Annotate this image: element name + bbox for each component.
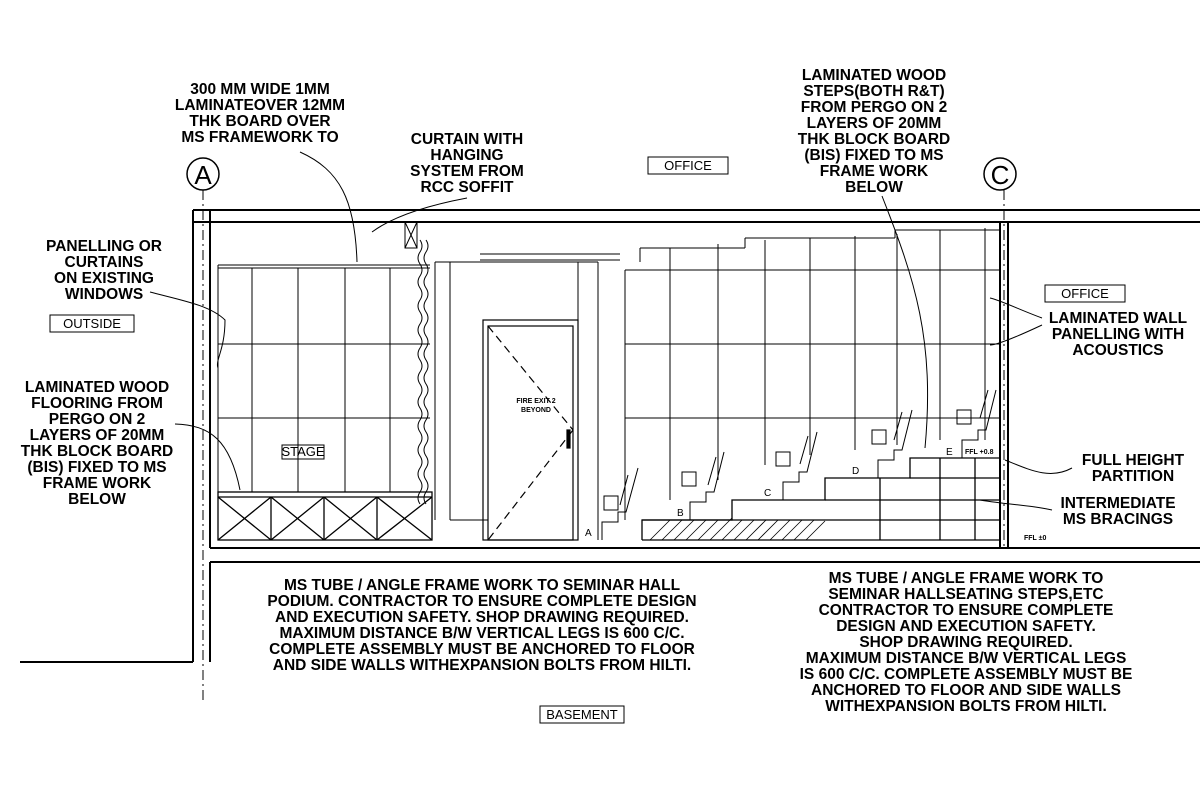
svg-text:PODIUM. CONTRACTOR TO ENSURE C: PODIUM. CONTRACTOR TO ENSURE COMPLETE DE… <box>267 593 696 610</box>
svg-text:MS BRACINGS: MS BRACINGS <box>1063 511 1173 528</box>
svg-text:CURTAIN WITH: CURTAIN WITH <box>411 131 524 148</box>
svg-text:WITHEXPANSION BOLTS FROM HILTI: WITHEXPANSION BOLTS FROM HILTI. <box>825 698 1107 715</box>
step-label-d: D <box>852 466 859 477</box>
grid-axes <box>202 190 1005 700</box>
svg-text:PANELLING OR: PANELLING OR <box>46 238 162 255</box>
level-ffl-floor: FFL ±0 <box>1024 535 1046 542</box>
svg-text:FRAME WORK: FRAME WORK <box>43 475 152 492</box>
chairs <box>601 389 997 540</box>
svg-text:LAMINATEOVER 12MM: LAMINATEOVER 12MM <box>175 97 345 114</box>
fire-exit-door <box>482 319 579 541</box>
svg-text:LAMINATED WOOD: LAMINATED WOOD <box>25 379 169 396</box>
svg-text:LAYERS OF 20MM: LAYERS OF 20MM <box>30 427 165 444</box>
note-panelling: PANELLING OR CURTAINS ON EXISTING WINDOW… <box>46 238 162 303</box>
svg-text:BELOW: BELOW <box>68 491 126 508</box>
curtain <box>404 221 429 505</box>
door-label-line2: BEYOND <box>521 407 551 414</box>
svg-text:HANGING: HANGING <box>430 147 503 164</box>
svg-text:BASEMENT: BASEMENT <box>546 707 618 722</box>
svg-text:RCC SOFFIT: RCC SOFFIT <box>421 179 515 196</box>
svg-text:ANCHORED TO FLOOR AND SIDE WAL: ANCHORED TO FLOOR AND SIDE WALLS <box>811 682 1121 699</box>
svg-text:STEPS(BOTH R&T): STEPS(BOTH R&T) <box>803 83 944 100</box>
svg-text:MS TUBE / ANGLE FRAME WORK TO: MS TUBE / ANGLE FRAME WORK TO <box>829 570 1104 587</box>
svg-text:INTERMEDIATE: INTERMEDIATE <box>1060 495 1175 512</box>
svg-text:THK BLOCK BOARD: THK BLOCK BOARD <box>21 443 173 460</box>
door-label-line1: FIRE EXIT 2 <box>516 398 555 405</box>
svg-text:SEMINAR HALLSEATING STEPS,ETC: SEMINAR HALLSEATING STEPS,ETC <box>828 586 1103 603</box>
svg-text:SYSTEM FROM: SYSTEM FROM <box>410 163 524 180</box>
note-bracings: INTERMEDIATE MS BRACINGS <box>1060 495 1175 528</box>
svg-text:WINDOWS: WINDOWS <box>65 286 143 303</box>
svg-text:STAGE: STAGE <box>281 444 324 459</box>
svg-text:SHOP DRAWING REQUIRED.: SHOP DRAWING REQUIRED. <box>859 634 1072 651</box>
room-label-basement: BASEMENT <box>539 705 625 724</box>
step-label-e: E <box>946 447 953 458</box>
svg-text:FULL HEIGHT: FULL HEIGHT <box>1082 452 1185 469</box>
svg-text:CONTRACTOR TO ENSURE COMPLETE: CONTRACTOR TO ENSURE COMPLETE <box>819 602 1114 619</box>
note-curtain: CURTAIN WITH HANGING SYSTEM FROM RCC SOF… <box>410 131 524 196</box>
note-wall-panelling: LAMINATED WALL PANELLING WITH ACOUSTICS <box>1049 310 1187 359</box>
svg-text:OFFICE: OFFICE <box>664 158 712 173</box>
grid-marker-a: A <box>186 157 220 191</box>
structure-outline <box>20 209 1200 663</box>
svg-text:OUTSIDE: OUTSIDE <box>63 316 121 331</box>
wall-panelling-right <box>624 228 1000 520</box>
svg-text:LAMINATED WALL: LAMINATED WALL <box>1049 310 1187 327</box>
note-steps: LAMINATED WOOD STEPS(BOTH R&T) FROM PERG… <box>798 67 950 196</box>
svg-text:AND EXECUTION SAFETY. SHOP DRA: AND EXECUTION SAFETY. SHOP DRAWING REQUI… <box>275 609 689 626</box>
svg-text:MS TUBE / ANGLE FRAME WORK TO: MS TUBE / ANGLE FRAME WORK TO SEMINAR HA… <box>284 577 680 594</box>
leader-lines <box>149 151 1073 511</box>
room-label-outside: OUTSIDE <box>49 314 135 333</box>
svg-text:PARTITION: PARTITION <box>1092 468 1174 485</box>
svg-text:AND SIDE WALLS WITHEXPANSION B: AND SIDE WALLS WITHEXPANSION BOLTS FROM … <box>273 657 692 674</box>
svg-text:THK BOARD OVER: THK BOARD OVER <box>189 113 330 130</box>
wall-panelling-middle <box>434 253 620 540</box>
note-flooring: LAMINATED WOOD FLOORING FROM PERGO ON 2 … <box>21 379 173 508</box>
note-podium: MS TUBE / ANGLE FRAME WORK TO SEMINAR HA… <box>267 577 696 674</box>
note-seating: MS TUBE / ANGLE FRAME WORK TO SEMINAR HA… <box>800 570 1133 715</box>
room-label-office-right: OFFICE <box>1044 284 1126 303</box>
svg-text:ON EXISTING: ON EXISTING <box>54 270 154 287</box>
svg-text:A: A <box>194 160 212 190</box>
note-laminate-board: 300 MM WIDE 1MM LAMINATEOVER 12MM THK BO… <box>175 81 345 146</box>
svg-text:FROM PERGO ON 2: FROM PERGO ON 2 <box>801 99 947 116</box>
step-label-a: A <box>585 528 592 539</box>
svg-text:IS 600 C/C. COMPLETE ASSEMBLY: IS 600 C/C. COMPLETE ASSEMBLY MUST BE <box>800 666 1133 683</box>
svg-text:BELOW: BELOW <box>845 179 903 196</box>
svg-text:DESIGN AND EXECUTION SAFETY.: DESIGN AND EXECUTION SAFETY. <box>836 618 1096 635</box>
svg-text:LAMINATED WOOD: LAMINATED WOOD <box>802 67 946 84</box>
svg-text:OFFICE: OFFICE <box>1061 286 1109 301</box>
svg-text:300 MM WIDE 1MM: 300 MM WIDE 1MM <box>190 81 330 98</box>
svg-text:C: C <box>991 160 1010 190</box>
svg-text:PERGO ON 2: PERGO ON 2 <box>49 411 145 428</box>
svg-text:MS FRAMEWORK TO: MS FRAMEWORK TO <box>181 129 338 146</box>
step-label-c: C <box>764 488 771 499</box>
room-label-office-top: OFFICE <box>647 156 729 175</box>
stage-frame <box>217 491 433 541</box>
svg-text:LAYERS OF 20MM: LAYERS OF 20MM <box>807 115 942 132</box>
svg-text:(BIS) FIXED TO MS: (BIS) FIXED TO MS <box>27 459 166 476</box>
seating-steps-hatch <box>649 517 826 541</box>
room-label-stage: STAGE <box>281 444 325 460</box>
svg-text:ACOUSTICS: ACOUSTICS <box>1072 342 1163 359</box>
seating-steps <box>641 457 1001 541</box>
svg-text:(BIS) FIXED TO MS: (BIS) FIXED TO MS <box>804 147 943 164</box>
note-partition: FULL HEIGHT PARTITION <box>1082 452 1185 485</box>
svg-text:PANELLING WITH: PANELLING WITH <box>1052 326 1184 343</box>
grid-marker-c: C <box>983 157 1017 191</box>
svg-text:MAXIMUM DISTANCE B/W VERTICAL: MAXIMUM DISTANCE B/W VERTICAL LEGS <box>806 650 1127 667</box>
svg-text:COMPLETE ASSEMBLY MUST BE ANCH: COMPLETE ASSEMBLY MUST BE ANCHORED TO FL… <box>269 641 695 658</box>
svg-text:FRAME WORK: FRAME WORK <box>820 163 929 180</box>
svg-text:MAXIMUM DISTANCE B/W VERTICAL: MAXIMUM DISTANCE B/W VERTICAL LEGS IS 60… <box>279 625 684 642</box>
level-ffl-top: FFL +0.8 <box>965 449 994 456</box>
step-label-b: B <box>677 508 684 519</box>
svg-text:THK BLOCK BOARD: THK BLOCK BOARD <box>798 131 950 148</box>
svg-text:FLOORING FROM: FLOORING FROM <box>31 395 163 412</box>
svg-text:CURTAINS: CURTAINS <box>65 254 144 271</box>
